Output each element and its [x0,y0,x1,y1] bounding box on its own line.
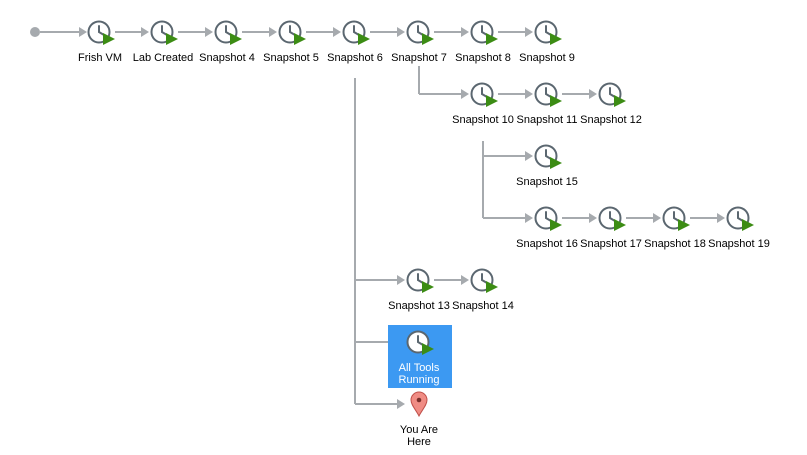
snapshot-label: Snapshot 12 [580,114,642,126]
connector-arrowhead [717,213,725,223]
snapshot-label: Snapshot 13 [388,300,450,312]
snapshot-label: Snapshot 18 [644,238,706,250]
connector-arrowhead [589,89,597,99]
snapshot-clock-play-icon [470,20,498,45]
snapshot-node-snapshot-19[interactable]: Snapshot 19 [708,206,770,251]
connector-arrowhead [525,27,533,37]
connector-arrowhead [141,27,149,37]
snapshot-node-snapshot-11[interactable]: Snapshot 11 [517,82,578,127]
snapshot-node-snapshot-7[interactable]: Snapshot 7 [391,20,447,65]
snapshot-node-snapshot-5[interactable]: Snapshot 5 [263,20,319,65]
snapshot-clock-play-icon [534,144,562,169]
snapshot-node-frish-vm[interactable]: Frish VM [78,20,122,65]
snapshot-label: Snapshot 5 [263,52,319,64]
snapshot-label: Snapshot 4 [199,52,255,64]
connector-arrowhead [461,275,469,285]
snapshot-label: Snapshot 17 [580,238,642,250]
snapshot-clock-play-icon [87,20,115,45]
snapshot-label: Snapshot 10 [452,114,514,126]
snapshot-node-snapshot-8[interactable]: Snapshot 8 [455,20,511,65]
snapshot-clock-play-icon [598,82,626,107]
connector-arrowhead [397,399,405,409]
snapshot-label: Frish VM [78,52,122,64]
snapshot-clock-play-icon [662,206,690,231]
connector-arrowhead [269,27,277,37]
connector-arrowhead [461,89,469,99]
snapshot-node-snapshot-9[interactable]: Snapshot 9 [519,20,575,65]
snapshot-node-snapshot-15[interactable]: Snapshot 15 [516,144,578,189]
snapshot-label: Snapshot 16 [516,238,578,250]
snapshot-clock-play-icon [534,20,562,45]
snapshot-label: Snapshot 8 [455,52,511,64]
snapshot-node-snapshot-17[interactable]: Snapshot 17 [580,206,642,251]
snapshot-node-snapshot-10[interactable]: Snapshot 10 [452,82,514,127]
snapshot-label: Snapshot 7 [391,52,447,64]
snapshot-label: Snapshot 11 [517,114,578,126]
connector-arrowhead [79,27,87,37]
snapshot-label: Snapshot 9 [519,52,575,64]
connector-arrowhead [525,89,533,99]
snapshot-clock-play-icon [406,330,434,355]
snapshot-node-snapshot-14[interactable]: Snapshot 14 [452,268,514,313]
snapshot-label: Snapshot 19 [708,238,770,250]
snapshot-label: Here [407,436,431,448]
snapshot-label: Running [399,374,440,386]
snapshot-clock-play-icon [534,206,562,231]
snapshot-clock-play-icon [726,206,754,231]
location-pin-icon [410,391,428,418]
snapshot-clock-play-icon [470,268,498,293]
snapshot-clock-play-icon [278,20,306,45]
connector-lines [30,27,725,409]
connector-arrowhead [653,213,661,223]
snapshot-node-snapshot-12[interactable]: Snapshot 12 [580,82,642,127]
snapshot-node-snapshot-4[interactable]: Snapshot 4 [199,20,255,65]
snapshot-clock-play-icon [342,20,370,45]
snapshot-label: You Are [400,424,438,436]
connector-arrowhead [525,213,533,223]
snapshot-label: All Tools [399,362,440,374]
connector-arrowhead [525,151,533,161]
snapshot-clock-play-icon [406,20,434,45]
snapshot-node-snapshot-16[interactable]: Snapshot 16 [516,206,578,251]
snapshot-node-snapshot-13[interactable]: Snapshot 13 [388,268,450,313]
snapshot-clock-play-icon [406,268,434,293]
snapshot-label: Lab Created [133,52,194,64]
snapshot-label: Snapshot 14 [452,300,514,312]
snapshot-label: Snapshot 15 [516,176,578,188]
connector-arrowhead [589,213,597,223]
snapshot-node-lab-created[interactable]: Lab Created [133,20,194,65]
root-dot [30,27,40,37]
snapshot-label: Snapshot 6 [327,52,383,64]
snapshot-node-snapshot-18[interactable]: Snapshot 18 [644,206,706,251]
connector-arrowhead [205,27,213,37]
snapshot-clock-play-icon [214,20,242,45]
snapshot-clock-play-icon [150,20,178,45]
connector-arrowhead [397,27,405,37]
snapshot-clock-play-icon [598,206,626,231]
snapshot-node-snapshot-6[interactable]: Snapshot 6 [327,20,383,65]
connector-arrowhead [333,27,341,37]
snapshot-clock-play-icon [470,82,498,107]
connector-arrowhead [461,27,469,37]
snapshot-clock-play-icon [534,82,562,107]
connector-arrowhead [397,275,405,285]
